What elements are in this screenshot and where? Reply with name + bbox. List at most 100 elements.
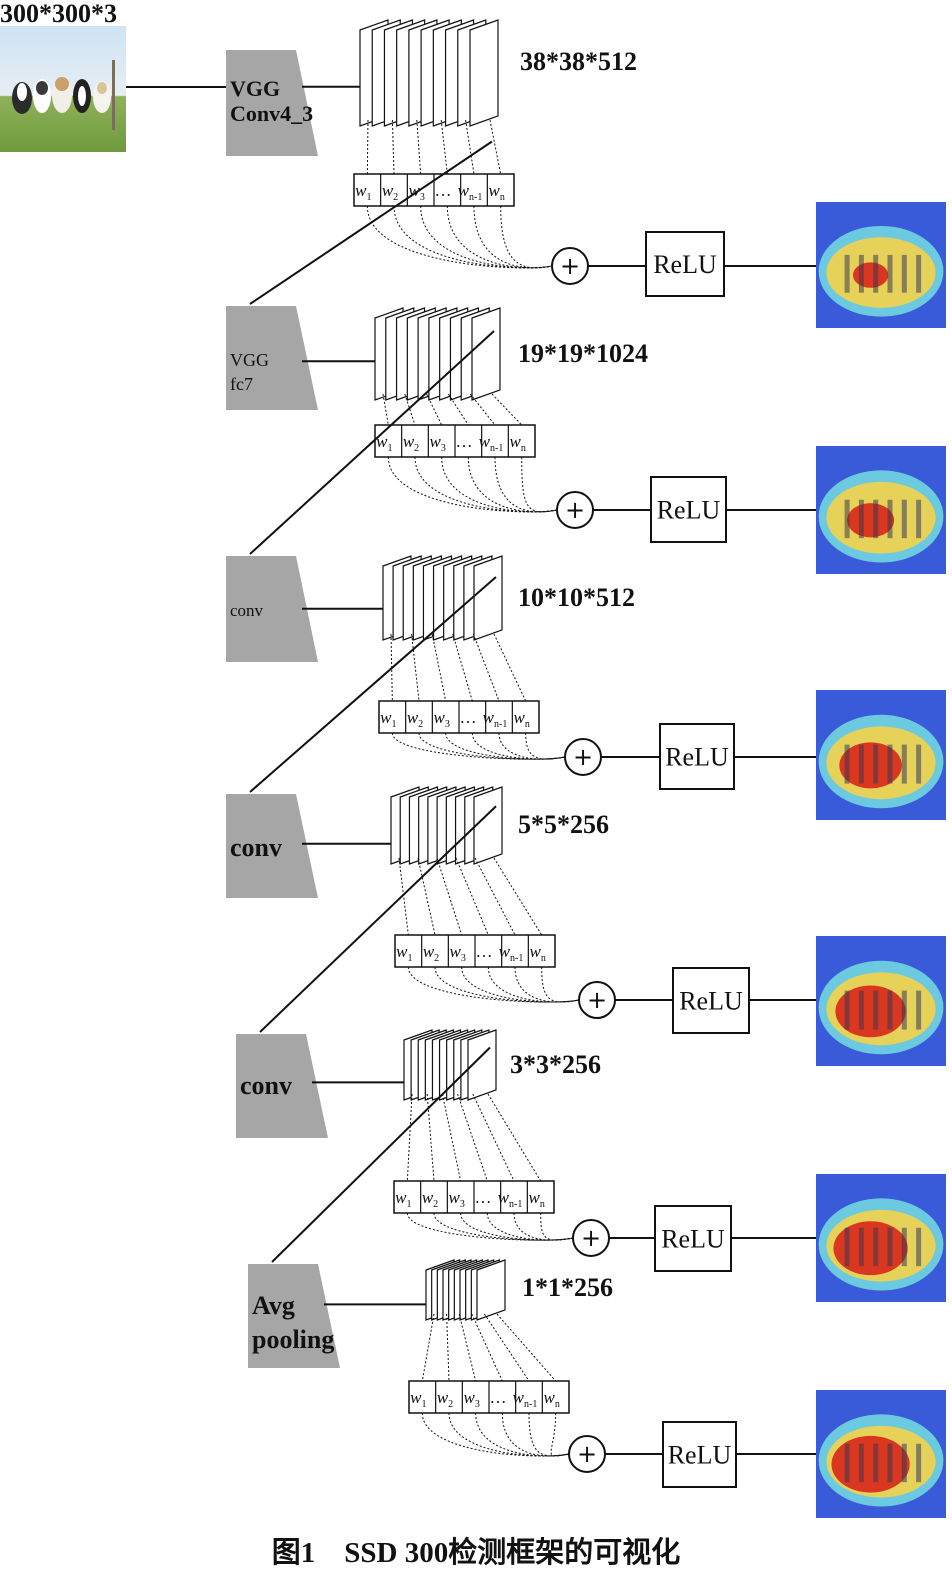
sum-arc xyxy=(500,205,553,269)
weight-subscript: 3 xyxy=(475,1399,480,1410)
heatmap-dog-shape xyxy=(858,744,864,784)
feature-shape-label: 19*19*1024 xyxy=(518,339,648,368)
sum-arc xyxy=(441,456,558,513)
sum-arc xyxy=(434,966,580,1003)
weight-label: … xyxy=(457,432,472,451)
plus-icon: + xyxy=(573,743,593,771)
feature-shape-label: 10*10*512 xyxy=(518,583,635,612)
heatmap-dog-shape xyxy=(844,1443,850,1483)
sum-arc xyxy=(550,1412,570,1457)
feature-map xyxy=(469,19,499,127)
stage-link-line xyxy=(249,576,497,793)
weight-connector xyxy=(366,119,369,175)
sum-arc xyxy=(498,732,566,760)
weight-subscript: n-1 xyxy=(469,192,482,203)
weight-subscript: n xyxy=(541,953,546,964)
sum-arc xyxy=(487,966,580,1003)
weight-connector xyxy=(457,1093,488,1182)
sum-arc xyxy=(525,732,566,760)
weight-subscript: 3 xyxy=(461,953,466,964)
weight-subscript: 3 xyxy=(445,719,450,730)
layer-block xyxy=(248,1264,340,1368)
heatmap-red-zone xyxy=(847,503,895,538)
sum-arc xyxy=(446,205,553,269)
heatmap-dog-shape xyxy=(887,254,893,293)
weight-subscript: 1 xyxy=(422,1399,427,1410)
heatmap-red-zone xyxy=(831,1435,910,1493)
plus-icon: + xyxy=(581,1224,601,1252)
heatmap-dog-shape xyxy=(887,990,893,1030)
weight-connector xyxy=(491,393,523,426)
weight-connector xyxy=(391,119,395,175)
heatmap-dog-shape xyxy=(844,1227,850,1267)
dogs-photo-icon xyxy=(12,60,115,130)
layer-block xyxy=(226,306,318,410)
heatmap-image xyxy=(816,1174,946,1302)
weight-subscript: n-1 xyxy=(524,1399,537,1410)
sum-arc xyxy=(406,1212,574,1241)
weight-connector xyxy=(406,1093,413,1182)
feature-map xyxy=(473,555,503,641)
weight-subscript: n xyxy=(555,1399,560,1410)
heatmap-dog-shape xyxy=(916,744,922,784)
weight-subscript: 3 xyxy=(460,1199,465,1210)
feature-shape-label: 5*5*256 xyxy=(518,810,609,839)
heatmap-image xyxy=(816,690,946,820)
weight-connector xyxy=(472,633,500,702)
feature-shape-label: 3*3*256 xyxy=(510,1050,601,1079)
stage-link-line xyxy=(271,1046,491,1263)
weight-subscript: 2 xyxy=(433,1199,438,1210)
sum-arc xyxy=(407,966,580,1003)
weight-subscript: 1 xyxy=(388,443,393,454)
heatmap-dog-shape xyxy=(901,1227,907,1267)
sum-arc xyxy=(414,456,558,513)
weight-subscript: n-1 xyxy=(490,443,503,454)
sum-arc xyxy=(393,205,553,269)
weight-connector xyxy=(452,633,473,702)
weight-connector xyxy=(421,1313,435,1382)
sum-arc xyxy=(521,456,558,513)
sum-arc xyxy=(387,456,558,513)
weight-subscript: 2 xyxy=(448,1399,453,1410)
weight-connector xyxy=(411,633,420,702)
weight-subscript: n xyxy=(540,1199,545,1210)
weight-connector xyxy=(483,1313,530,1382)
relu-label: ReLU xyxy=(657,496,721,525)
sum-arc xyxy=(494,456,558,513)
heatmap-dog-shape xyxy=(858,254,864,293)
heatmap-red-zone xyxy=(839,742,902,789)
feature-shape-label: 1*1*256 xyxy=(522,1273,613,1302)
relu-label: ReLU xyxy=(653,250,717,279)
weight-connector xyxy=(440,119,448,175)
weight-subscript: n-1 xyxy=(494,719,507,730)
weight-subscript: 1 xyxy=(392,719,397,730)
relu-label: ReLU xyxy=(668,1441,732,1470)
plus-icon: + xyxy=(577,1440,597,1468)
weight-connector xyxy=(404,393,416,426)
weight-connector xyxy=(471,1313,503,1382)
heatmap-red-zone xyxy=(852,262,889,288)
heatmap-dog-shape xyxy=(901,254,907,293)
weight-subscript: 3 xyxy=(420,192,425,203)
weight-subscript: 2 xyxy=(418,719,423,730)
heatmap-dog-shape xyxy=(916,254,922,293)
input-image xyxy=(0,26,126,152)
weight-connector xyxy=(493,633,527,702)
input-size-label: 300*300*3 xyxy=(0,0,117,28)
heatmap-dog-shape xyxy=(873,254,879,293)
heatmap-dog-shape xyxy=(916,499,922,539)
layer-label: Avg xyxy=(252,1291,295,1320)
heatmap-dog-shape xyxy=(901,499,907,539)
sum-arc xyxy=(541,966,580,1003)
layer-label: conv xyxy=(230,833,282,862)
sum-arc xyxy=(445,732,566,760)
weight-label: … xyxy=(461,708,476,727)
